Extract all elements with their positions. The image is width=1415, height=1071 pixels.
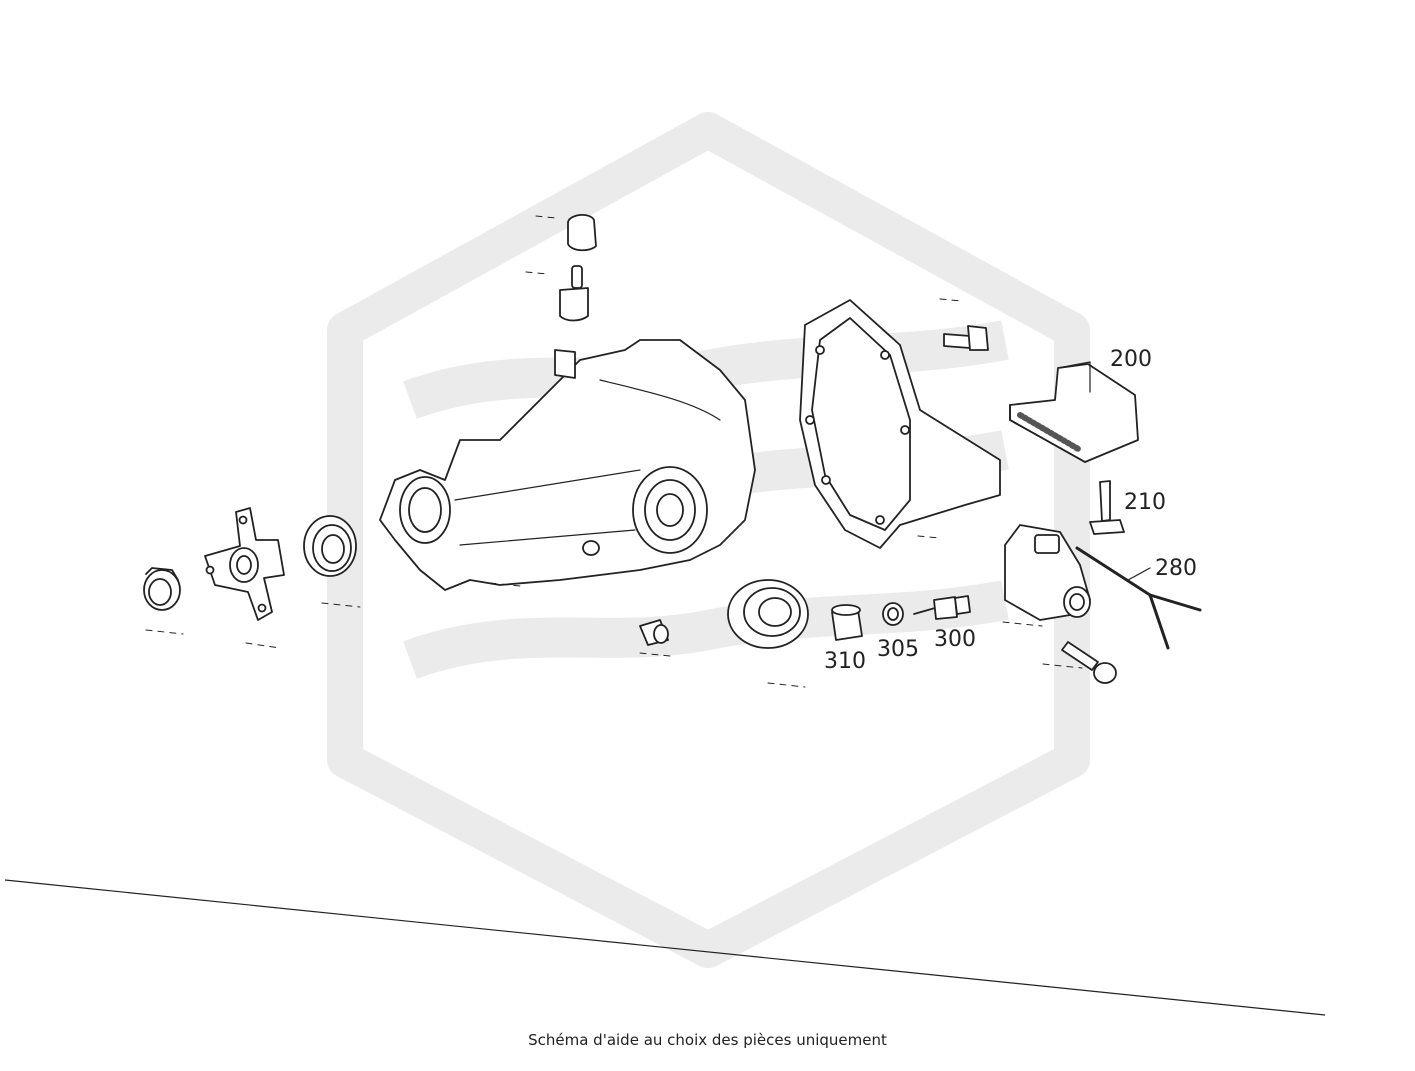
part-200-bracket[interactable]	[1009, 361, 1139, 463]
part-breather-valve[interactable]	[525, 265, 589, 322]
callout-300: 300	[934, 627, 976, 652]
part-housing-cover[interactable]	[799, 298, 1001, 549]
part-seal-ring-right[interactable]	[727, 579, 809, 688]
part-cover-bolt[interactable]	[943, 325, 989, 351]
callout-210: 210	[1124, 490, 1166, 515]
ground-line	[4, 879, 1326, 1016]
part-seal-ring-left[interactable]	[303, 515, 361, 608]
callout-200: 200	[1110, 347, 1152, 372]
callout-310: 310	[824, 649, 866, 674]
part-nut[interactable]	[143, 567, 184, 635]
part-210-bolt[interactable]	[1089, 480, 1125, 535]
part-axle-housing[interactable]	[379, 339, 756, 591]
diagram-caption: Schéma d'aide au choix des pièces unique…	[528, 1031, 887, 1049]
part-actuator-motor[interactable]	[1002, 524, 1091, 627]
part-flange[interactable]	[204, 507, 285, 649]
part-actuator-screw[interactable]	[1042, 641, 1117, 684]
part-breather-cap[interactable]	[535, 214, 597, 252]
part-300-sensor[interactable]	[913, 595, 971, 620]
part-305-washer[interactable]	[882, 602, 904, 626]
callout-280: 280	[1155, 556, 1197, 581]
callout-305: 305	[877, 637, 919, 662]
part-310-plug[interactable]	[831, 604, 863, 641]
part-280-wiring[interactable]	[1075, 546, 1202, 650]
part-bushing[interactable]	[639, 619, 671, 657]
